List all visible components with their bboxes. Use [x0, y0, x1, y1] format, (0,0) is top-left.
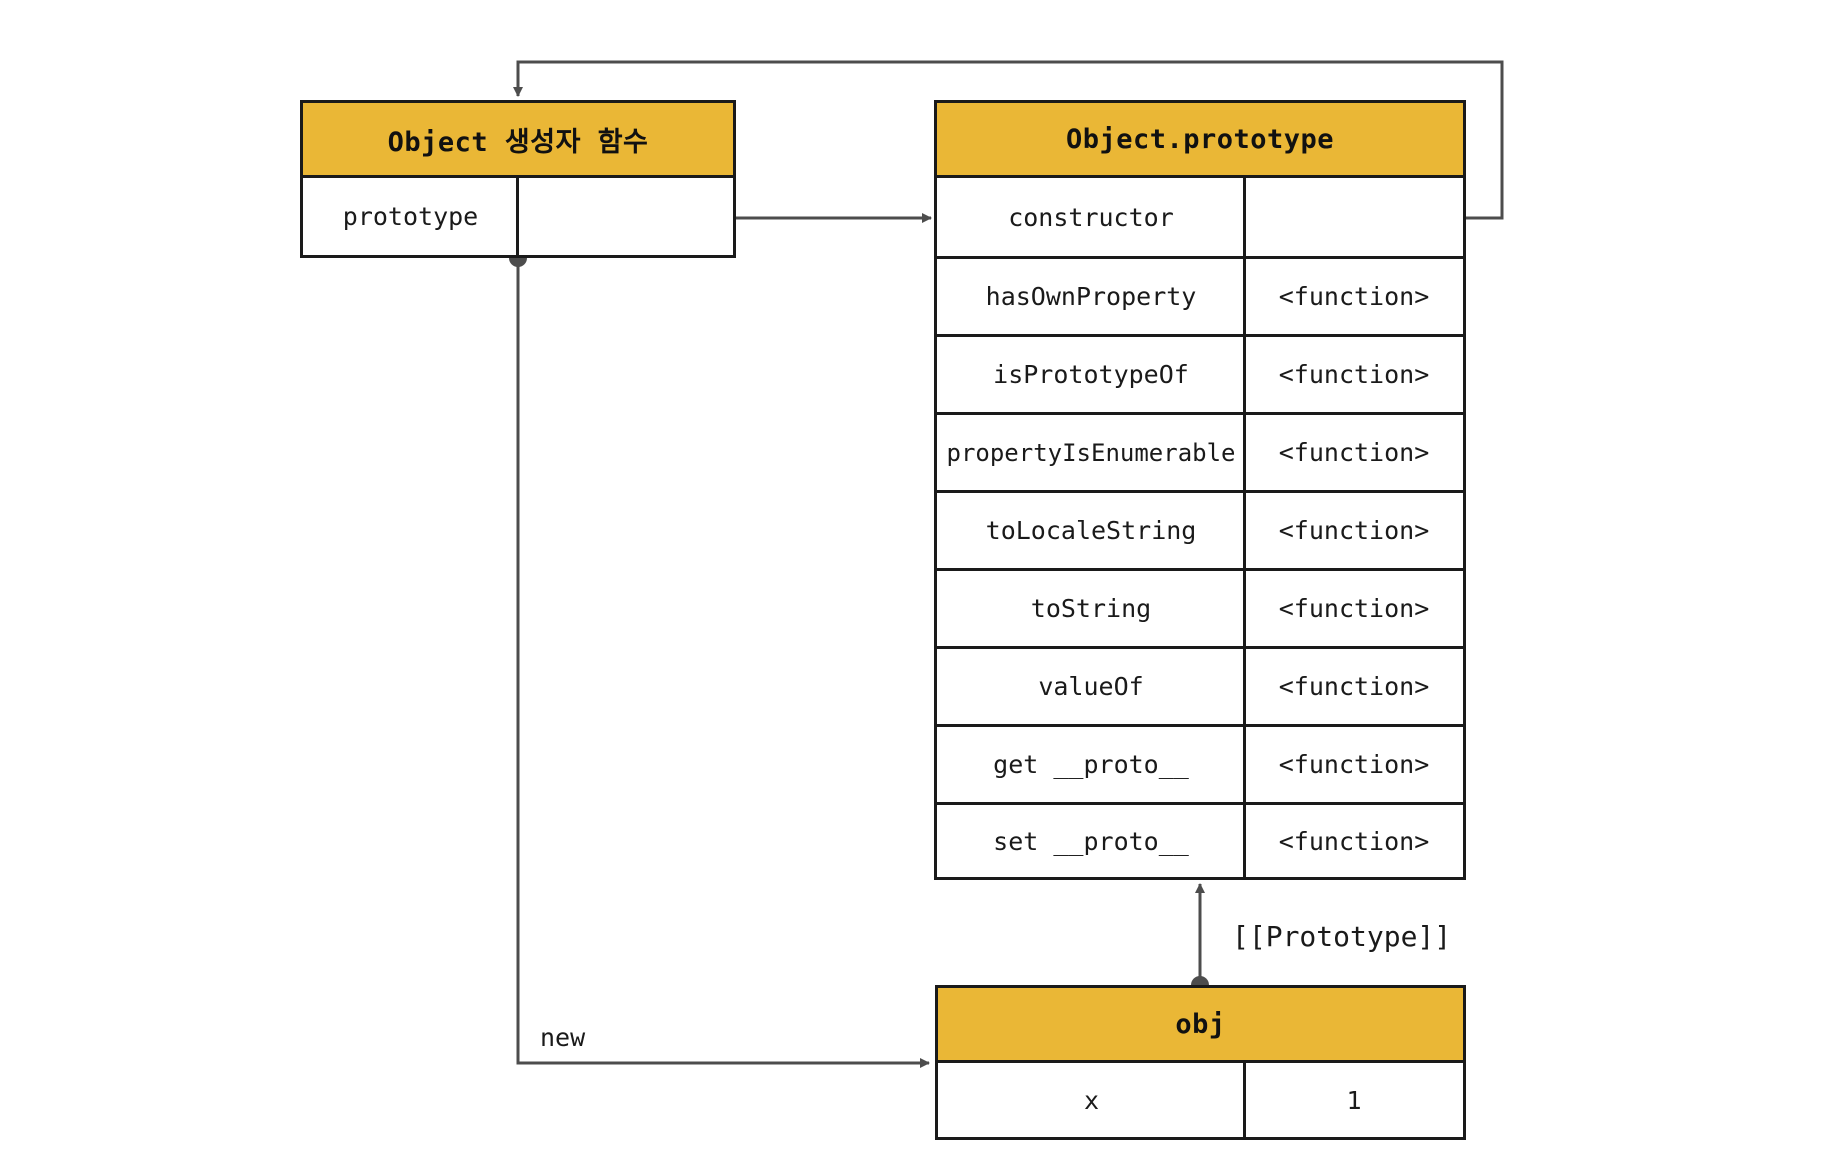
table-row-value: <function> [1245, 646, 1463, 724]
constructor-function-key-prototype: prototype [303, 178, 518, 255]
table-row: isPrototypeOf [937, 334, 1245, 412]
table-row: toString [937, 568, 1245, 646]
new-edge-label: new [540, 1023, 586, 1052]
prototype-edge-label: [[Prototype]] [1232, 920, 1452, 953]
row-value-valueof: <function> [1278, 672, 1430, 701]
table-row: hasOwnProperty [937, 256, 1245, 334]
object-prototype-header: Object.prototype [937, 103, 1463, 178]
table-row: set __proto__ [937, 802, 1245, 877]
edge-new-to-obj [509, 249, 930, 1068]
row-value-get-proto: <function> [1278, 750, 1430, 779]
obj-row-key: x [938, 1063, 1245, 1137]
table-row-value [1245, 178, 1463, 256]
obj-key-x: x [1083, 1085, 1100, 1115]
row-value-propertyisenumerable: <function> [1278, 438, 1430, 467]
table-row-value: <function> [1245, 802, 1463, 877]
table-row-value: <function> [1245, 490, 1463, 568]
table-row: valueOf [937, 646, 1245, 724]
object-prototype-title: Object.prototype [1065, 123, 1335, 155]
table-row-value: <function> [1245, 334, 1463, 412]
edge-obj-prototype-link [1191, 883, 1209, 994]
row-value-tostring: <function> [1278, 594, 1430, 623]
table-row-value: <function> [1245, 412, 1463, 490]
row-key-propertyisenumerable: propertyIsEnumerable [946, 438, 1236, 467]
row-key-set-proto: set __proto__ [993, 826, 1189, 856]
row-key-valueof: valueOf [1038, 672, 1144, 701]
constructor-function-key-label: prototype [342, 202, 479, 231]
row-key-get-proto: get __proto__ [993, 750, 1189, 779]
table-row: constructor [937, 178, 1245, 256]
obj-row-value: 1 [1245, 1063, 1463, 1137]
row-key-tolocalestring: toLocaleString [985, 516, 1197, 545]
row-value-tolocalestring: <function> [1278, 516, 1430, 545]
table-row-value: <function> [1245, 724, 1463, 802]
table-row: get __proto__ [937, 724, 1245, 802]
row-value-hasownproperty: <function> [1278, 282, 1430, 311]
obj-title: obj [1175, 1008, 1226, 1040]
constructor-function-title: Object 생성자 함수 [387, 126, 649, 158]
obj-header: obj [938, 988, 1463, 1063]
constructor-function-header: Object 생성자 함수 [303, 103, 733, 178]
constructor-function-value-prototype [518, 178, 733, 255]
row-value-set-proto: <function> [1278, 826, 1430, 856]
table-row-value: <function> [1245, 568, 1463, 646]
row-key-tostring: toString [1030, 594, 1152, 623]
object-prototype-column-divider [1243, 178, 1246, 877]
obj-column-divider [1243, 1063, 1246, 1137]
row-key-constructor: constructor [1008, 202, 1174, 232]
obj-value-1: 1 [1346, 1085, 1362, 1115]
constructor-function-column-divider [516, 178, 519, 255]
table-row-value: <function> [1245, 256, 1463, 334]
table-row: propertyIsEnumerable [937, 412, 1245, 490]
row-key-isprototypeof: isPrototypeOf [993, 360, 1189, 389]
table-row: toLocaleString [937, 490, 1245, 568]
row-value-isprototypeof: <function> [1278, 360, 1430, 389]
row-key-hasownproperty: hasOwnProperty [985, 282, 1197, 311]
